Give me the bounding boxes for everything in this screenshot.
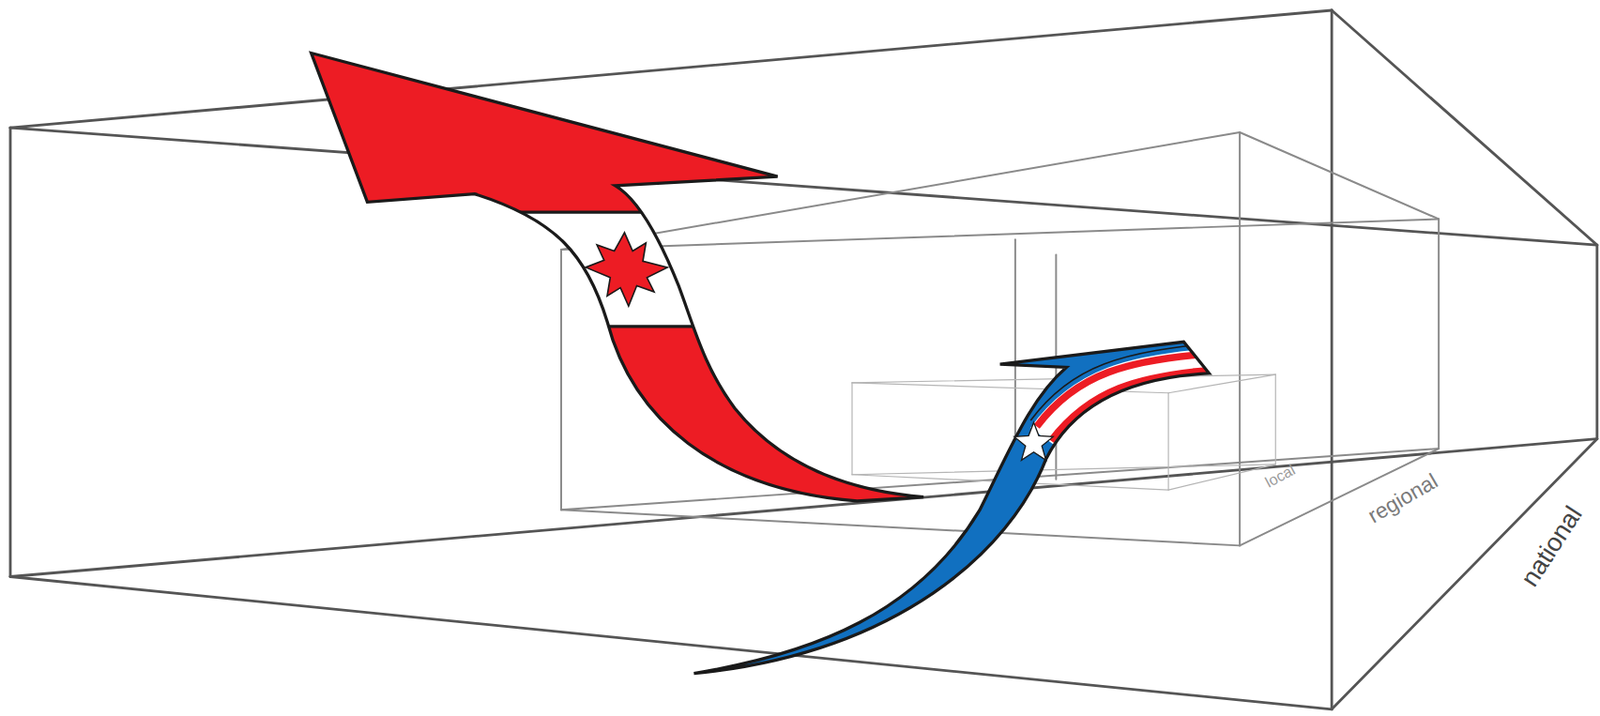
box-edge — [1167, 393, 1169, 490]
scale-box: regional local — [561, 132, 1439, 546]
box-edge — [851, 382, 853, 475]
scale-box: national regional local — [10, 10, 1598, 710]
box-edge — [852, 464, 1276, 475]
box-edge — [1437, 219, 1440, 450]
box-edge — [1330, 10, 1334, 710]
scale-label: regional — [1364, 469, 1442, 526]
box-wireframe — [10, 10, 1598, 710]
box-edge — [10, 576, 1332, 709]
white-star — [1014, 422, 1053, 460]
box-edge — [561, 219, 1439, 251]
box-edge — [560, 249, 563, 510]
box-edge — [8, 127, 12, 577]
canada-arrow — [311, 53, 924, 502]
box-wireframe — [561, 132, 1439, 546]
box-wireframe — [852, 372, 1276, 490]
box-edge — [561, 132, 1240, 250]
box-edge — [852, 382, 1169, 394]
box-edge — [1054, 255, 1057, 480]
usa-arrow — [693, 341, 1220, 673]
box-edge — [561, 510, 1240, 547]
box-edge — [561, 448, 1439, 510]
box-edge — [1331, 10, 1598, 245]
box-edge — [1595, 244, 1599, 440]
box-edge — [1275, 374, 1277, 465]
box-edge — [852, 474, 1169, 490]
box-edge — [852, 374, 1276, 383]
box-edge — [10, 439, 1598, 578]
box-edge — [10, 10, 1332, 128]
box-edge — [10, 127, 1598, 245]
box-edge — [1239, 132, 1439, 219]
scale-label: national — [1515, 501, 1586, 591]
box-edge — [1168, 374, 1276, 394]
scale-label: local — [1262, 461, 1297, 490]
box-edge — [1331, 439, 1598, 710]
box-edge — [1238, 132, 1241, 546]
scale-box: local — [852, 372, 1276, 490]
box-edge — [1168, 464, 1276, 490]
box-edge — [1014, 240, 1017, 490]
